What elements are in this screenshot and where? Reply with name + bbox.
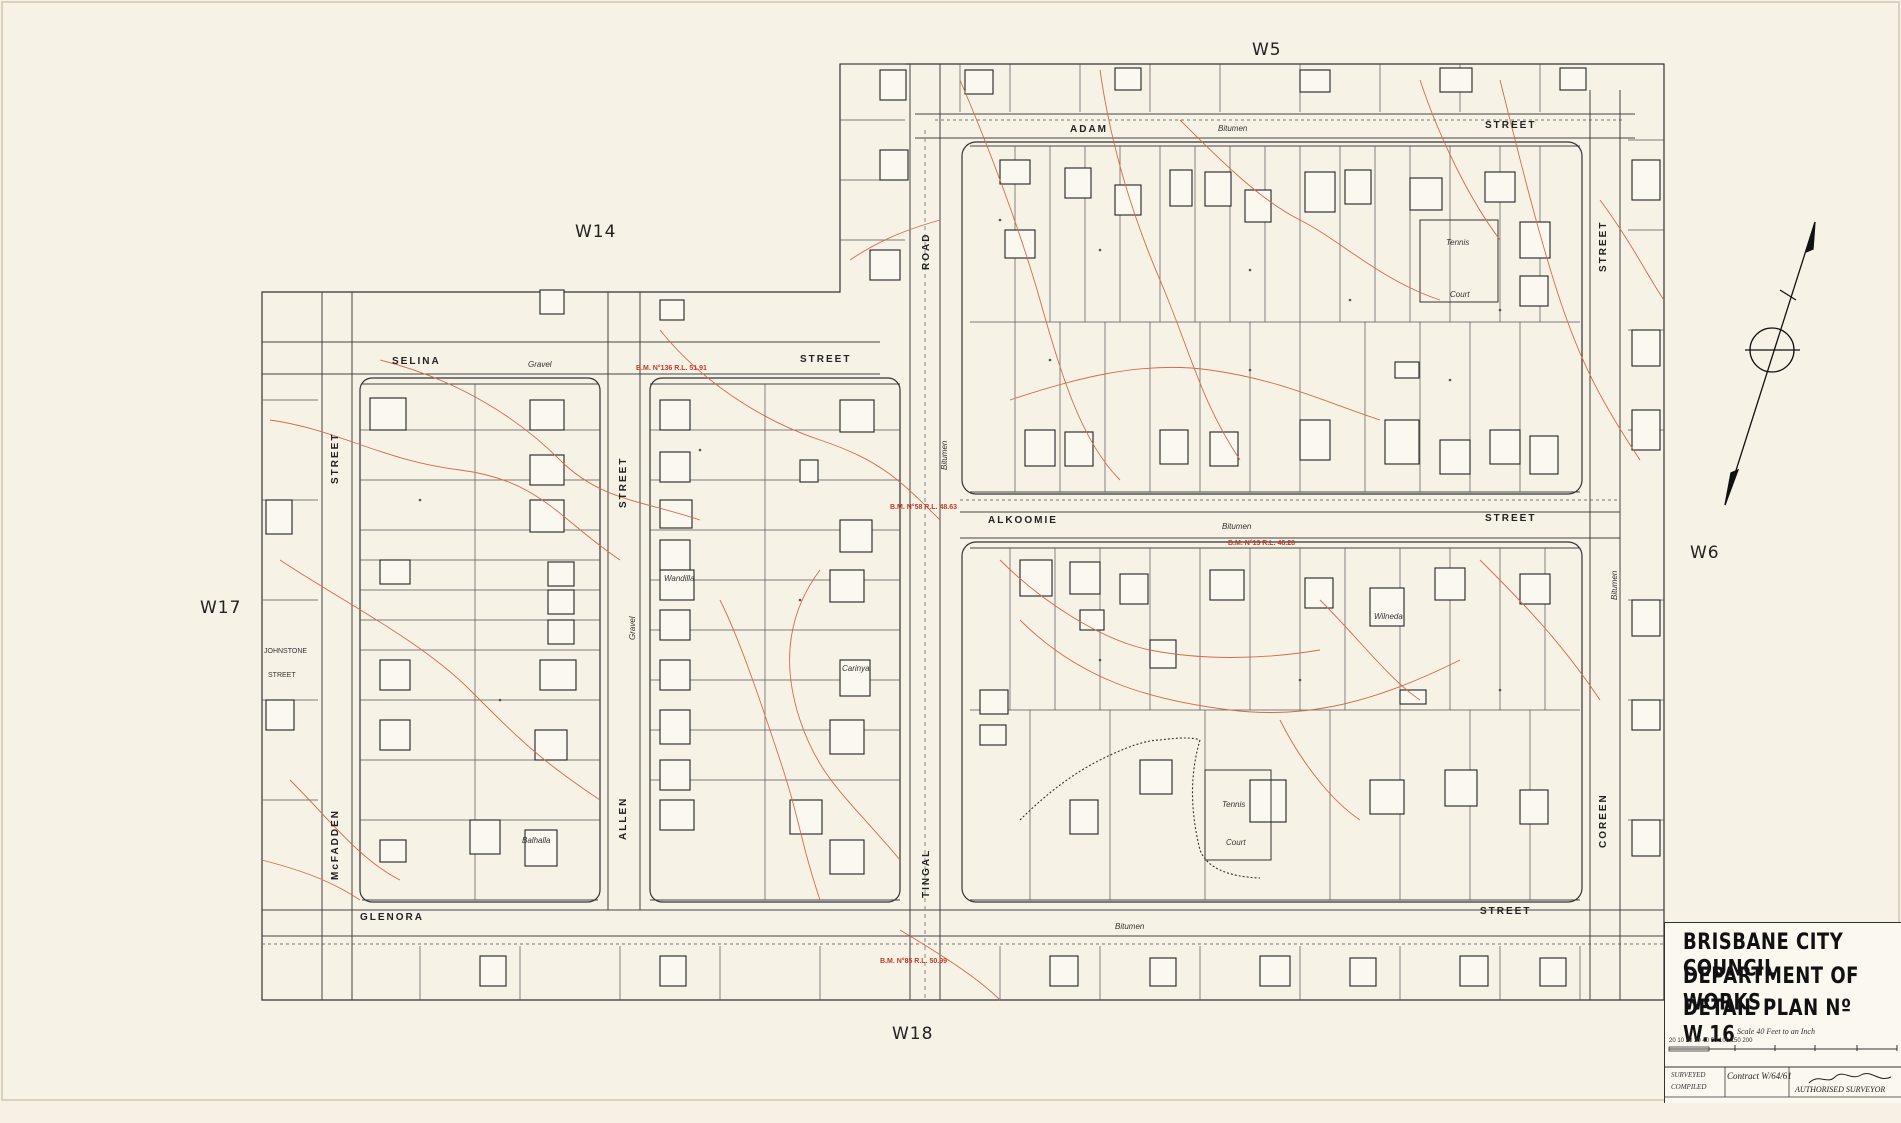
street-label-glenora: GLENORA <box>360 912 424 923</box>
street-label-johnstone: JOHNSTONE <box>264 648 308 655</box>
embankment <box>1019 737 1261 879</box>
benchmark-label: B.M. N°85 R.L. 50.99 <box>880 958 947 965</box>
map-frame <box>261 63 1665 1001</box>
street-label-selina: SELINA <box>392 356 441 367</box>
street-label-glenora-suffix: STREET <box>1480 906 1532 917</box>
spot-level-marks <box>418 218 1502 702</box>
title-department: DEPARTMENT OF WORKS <box>1683 963 1859 1016</box>
sheet-ref-north-west: W14 <box>575 222 617 242</box>
city-blocks <box>359 141 1583 903</box>
title-plan-number: DETAIL PLAN Nº W.16 <box>1683 995 1852 1048</box>
contour-lines <box>261 69 1665 1001</box>
property-label-carinya: Carinya <box>842 664 870 673</box>
buildings <box>265 67 1661 987</box>
property-label-court-south: Court <box>1226 838 1246 847</box>
street-label-allen-suffix: STREET <box>618 456 629 508</box>
surface-note-adam: Bitumen <box>1218 124 1248 133</box>
scale-bar <box>1668 1045 1898 1052</box>
street-label-coreen: COREEN <box>1598 793 1609 848</box>
street-label-adam-suffix: STREET <box>1485 120 1537 131</box>
surface-note-allen: Gravel <box>628 616 637 640</box>
tennis-courts <box>1204 219 1499 861</box>
benchmark-label: B.M. N°13 R.L. 46.28 <box>1228 540 1295 547</box>
sheet-ref-east: W6 <box>1690 543 1720 563</box>
surveyor-signature-icon <box>1808 1073 1892 1084</box>
surveyed-label: SURVEYED <box>1671 1071 1706 1079</box>
surface-note-coreen: Bitumen <box>1610 570 1619 600</box>
sheet-ref-north: W5 <box>1252 40 1282 60</box>
street-label-adam: ADAM <box>1070 124 1108 135</box>
benchmark-label: B.M. N°58 R.L. 48.63 <box>890 504 957 511</box>
property-label-tennis-north: Tennis <box>1446 238 1470 247</box>
scale-note: Scale 40 Feet to an Inch <box>1737 1027 1815 1036</box>
north-arrow-icon <box>1724 221 1816 506</box>
property-label-court-north: Court <box>1450 290 1470 299</box>
street-label-alkoomie-suffix: STREET <box>1485 513 1537 524</box>
contract-number: Contract W/64/61 <box>1727 1071 1792 1081</box>
road-casings <box>262 64 1664 1000</box>
sheet-ref-south: W18 <box>892 1024 934 1044</box>
surface-note-road: Bitumen <box>940 440 949 470</box>
street-label-road: ROAD <box>921 232 932 270</box>
street-label-coreen-suffix: STREET <box>1598 220 1609 272</box>
surface-note-alkoomie: Bitumen <box>1222 522 1252 531</box>
scale-ticks: 20 10 20 30 40 50 100 150 200 <box>1669 1038 1753 1044</box>
street-label-tingal: TINGAL <box>921 848 932 898</box>
street-label-johnstone-suffix: STREET <box>268 672 296 679</box>
title-block: BRISBANE CITY COUNCIL DEPARTMENT OF WORK… <box>1664 922 1901 1103</box>
sheet-ref-west: W17 <box>200 598 242 618</box>
title-rules <box>1665 1066 1901 1098</box>
property-label-tennis-south: Tennis <box>1222 800 1246 809</box>
street-label-mcfadden: McFADDEN <box>330 808 341 880</box>
surface-note-glenora: Bitumen <box>1115 922 1145 931</box>
street-label-selina-suffix: STREET <box>800 354 852 365</box>
compiled-label: COMPILED <box>1671 1083 1707 1091</box>
surface-note-selina: Gravel <box>528 360 552 369</box>
benchmark-label: B.M. N°136 R.L. 51.91 <box>636 365 707 372</box>
property-label-wilneda: Wilneda <box>1374 612 1403 621</box>
property-label-balhalla: Balhalla <box>522 836 551 845</box>
authorised-surveyor-label: AUTHORISED SURVEYOR <box>1795 1085 1886 1094</box>
title-council: BRISBANE CITY COUNCIL <box>1683 929 1844 982</box>
property-label-wandilla: Wandilla <box>664 574 695 583</box>
street-label-mcfadden-suffix: STREET <box>330 432 341 484</box>
street-label-allen: ALLEN <box>618 796 629 840</box>
street-label-alkoomie: ALKOOMIE <box>988 515 1058 526</box>
